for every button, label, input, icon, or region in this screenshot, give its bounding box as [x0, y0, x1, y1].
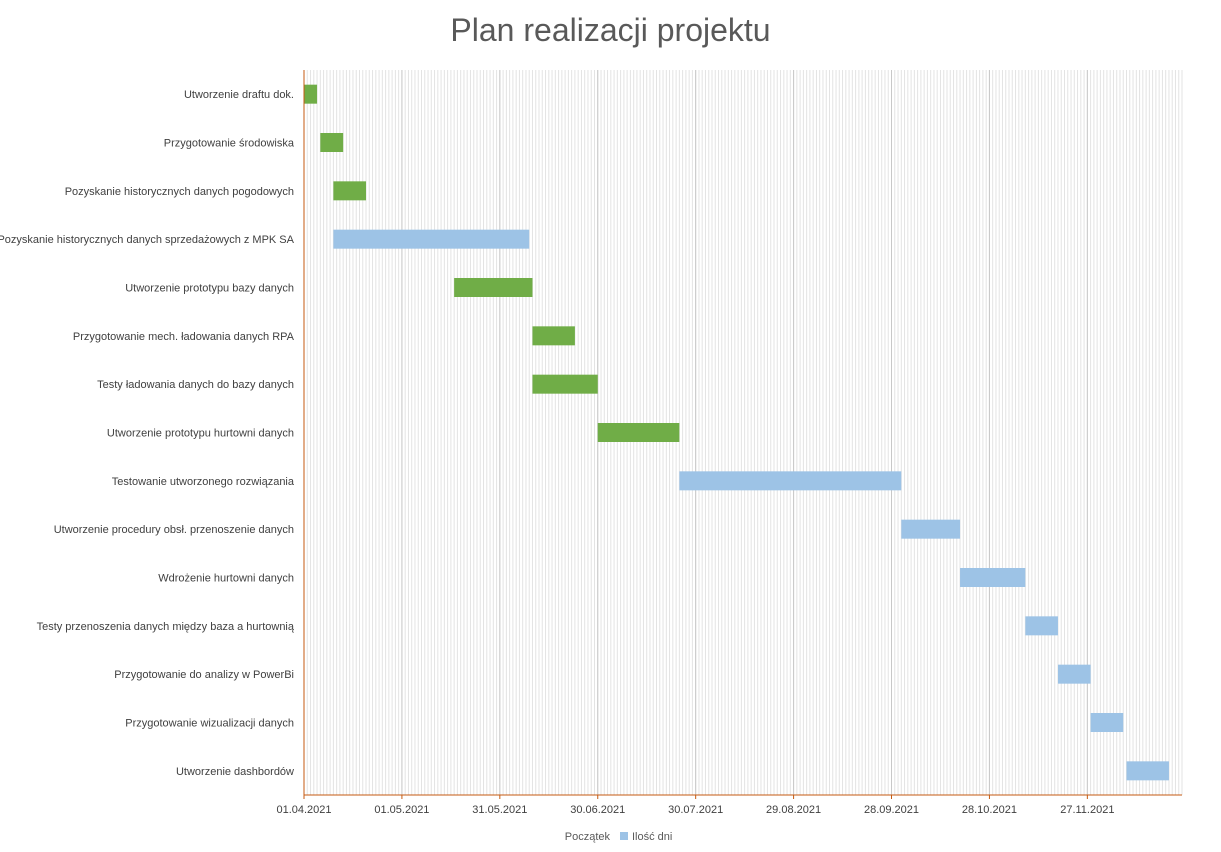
- task-bar: [333, 181, 367, 201]
- gridlines: [303, 70, 1183, 795]
- task-label: Utworzenie dashbordów: [176, 766, 294, 778]
- task-bar: [1090, 713, 1124, 732]
- task-bar: [333, 229, 530, 249]
- task-bar: [304, 84, 318, 104]
- task-bar: [1057, 664, 1091, 684]
- task-label: Testowanie utworzonego rozwiązania: [112, 476, 295, 488]
- x-tick-label: 31.05.2021: [472, 804, 527, 816]
- task-bar: [454, 278, 533, 297]
- task-bar: [960, 568, 1026, 587]
- x-tick-label: 01.05.2021: [374, 804, 429, 816]
- task-label: Testy przenoszenia danych między baza a …: [37, 621, 295, 633]
- task-bar: [901, 519, 961, 539]
- task-label: Przygotowanie mech. ładowania danych RPA: [73, 331, 295, 343]
- task-bar: [532, 326, 575, 346]
- task-label: Utworzenie prototypu hurtowni danych: [107, 428, 294, 440]
- x-tick-label: 30.06.2021: [570, 804, 625, 816]
- x-tick-label: 28.10.2021: [962, 804, 1017, 816]
- task-label: Utworzenie draftu dok.: [184, 89, 294, 101]
- axes: [303, 70, 1182, 796]
- x-tick-label: 28.09.2021: [864, 804, 919, 816]
- task-bar: [1025, 616, 1058, 636]
- legend-swatch-duration: [620, 832, 628, 840]
- task-bar: [597, 423, 680, 442]
- task-label: Testy ładowania danych do bazy danych: [97, 379, 294, 391]
- chart-title: Plan realizacji projektu: [450, 12, 771, 48]
- x-tick-label: 01.04.2021: [276, 804, 331, 816]
- x-tick-labels: 01.04.2021 01.05.2021 31.05.2021 30.06.2021…: [276, 795, 1114, 816]
- task-label: Wdrożenie hurtowni danych: [158, 573, 294, 585]
- x-tick-label: 27.11.2021: [1060, 804, 1114, 816]
- x-tick-label: 29.08.2021: [766, 804, 821, 816]
- task-label: Utworzenie procedury obsł. przenoszenie …: [54, 524, 294, 536]
- task-bar: [320, 133, 344, 152]
- task-bar: [679, 471, 902, 491]
- task-bars: [304, 84, 1169, 781]
- legend-label-start: Początek: [565, 831, 611, 843]
- task-label: Przygotowanie wizualizacji danych: [125, 718, 294, 730]
- legend-label-duration: Ilość dni: [632, 831, 672, 843]
- x-tick-label: 30.07.2021: [668, 804, 723, 816]
- task-label: Pozyskanie historycznych danych pogodowy…: [65, 186, 294, 198]
- task-label: Utworzenie prototypu bazy danych: [125, 283, 294, 295]
- task-bar: [532, 374, 598, 394]
- task-label: Pozyskanie historycznych danych sprzedaż…: [0, 234, 295, 246]
- task-labels: Utworzenie draftu dok. Przygotowanie środ…: [0, 89, 295, 778]
- task-label: Przygotowanie do analizy w PowerBi: [114, 669, 294, 681]
- task-bar: [1126, 761, 1169, 781]
- legend: Początek Ilość dni: [565, 831, 673, 843]
- task-label: Przygotowanie środowiska: [164, 138, 295, 150]
